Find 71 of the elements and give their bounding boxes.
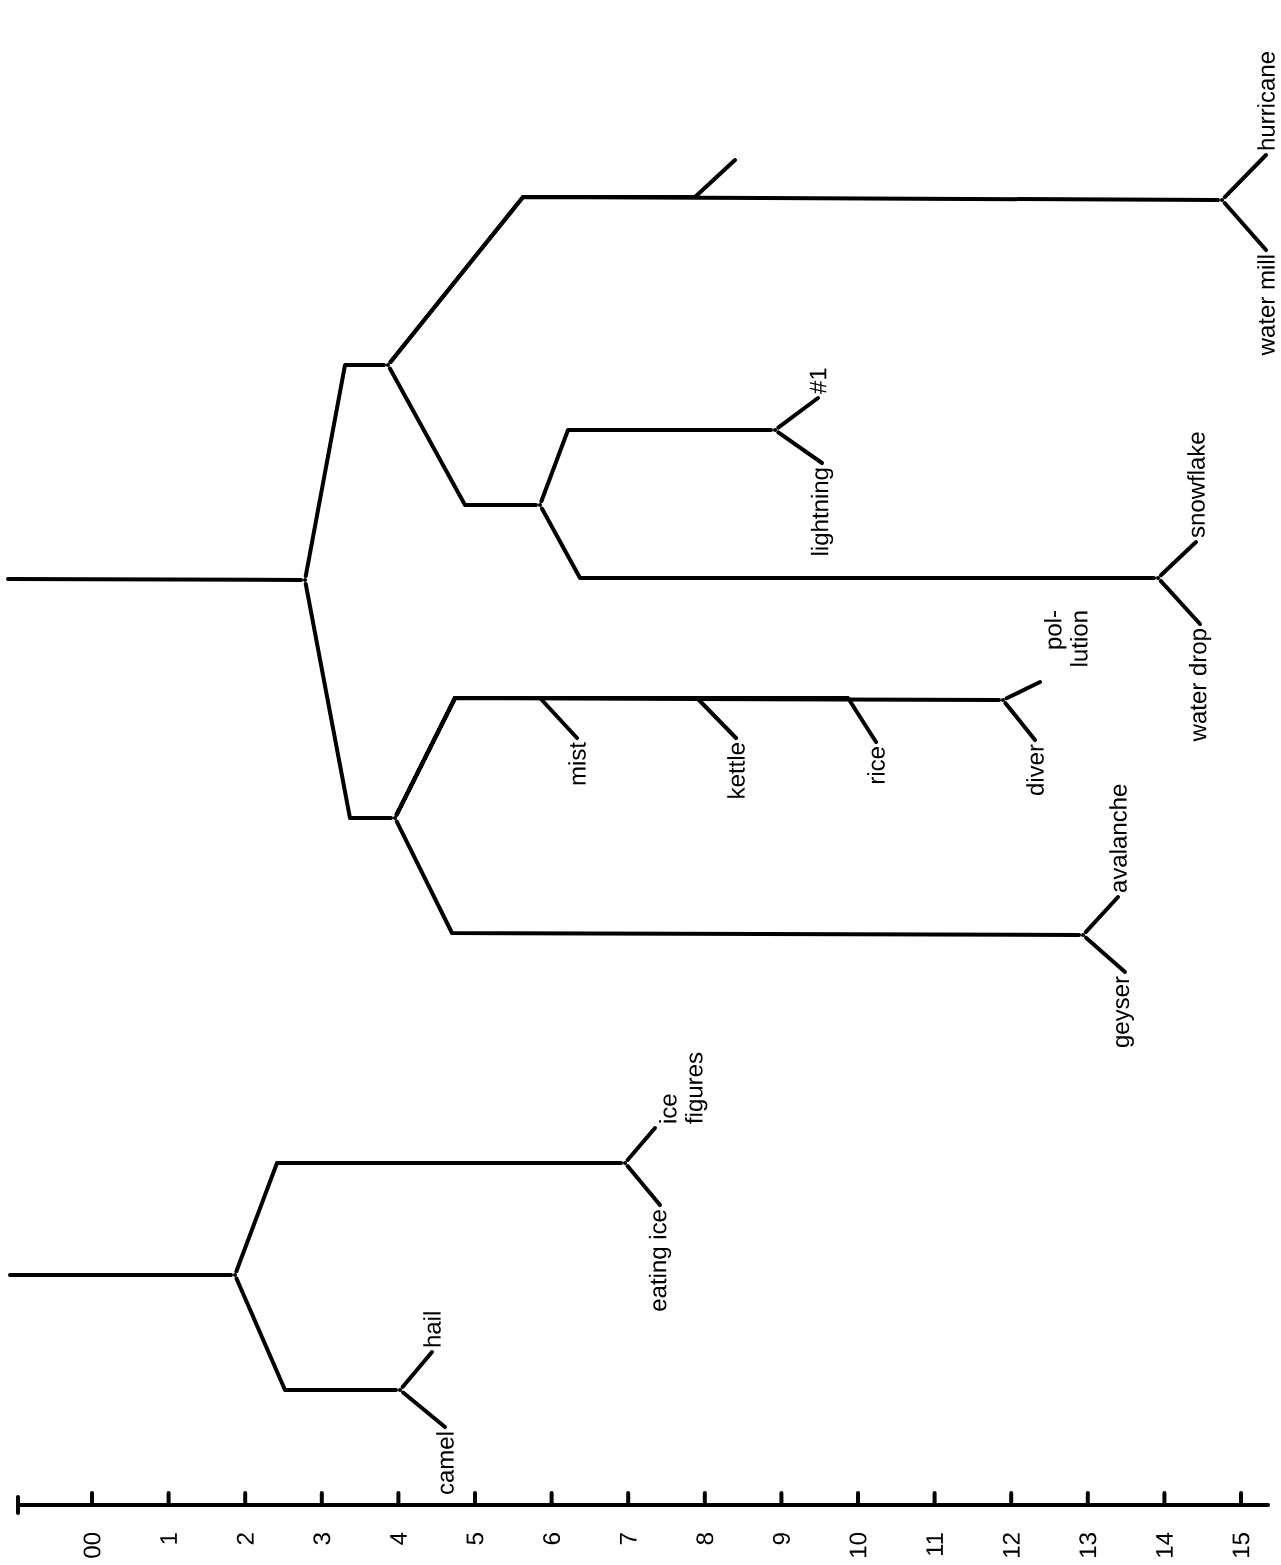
leaf-label: avalanche (1109, 784, 1127, 892)
branch-line (400, 1350, 434, 1389)
branch-line (1222, 201, 1268, 252)
leaf-label: mist (568, 742, 586, 785)
leaf-label: camel (436, 1432, 454, 1495)
branch-line (1158, 540, 1198, 578)
branch-line (1004, 680, 1042, 701)
scale-number: 00 (83, 1532, 101, 1558)
branch-line (625, 1126, 657, 1162)
branch-point (1081, 933, 1085, 937)
branch-line (539, 506, 1156, 580)
scale-number: 9 (772, 1533, 790, 1545)
branch-line (387, 366, 538, 507)
branch-line (234, 1161, 623, 1274)
branch-point (386, 363, 390, 367)
scale-number: 13 (1079, 1533, 1097, 1557)
branch-point (1220, 198, 1224, 202)
leaf-label: kettle (727, 743, 745, 798)
scale-number: 15 (1232, 1533, 1250, 1557)
branch-line (401, 1390, 447, 1429)
leaf-label: pol- lution (1044, 611, 1088, 666)
branch-line (303, 581, 393, 820)
leaf-label: water drop (1188, 629, 1212, 742)
leaf-label: diver (1026, 744, 1044, 796)
branch-point (303, 578, 307, 582)
scale-number: 7 (619, 1533, 637, 1545)
branch-point (773, 428, 777, 432)
branch-line (1222, 153, 1268, 200)
branch-line (394, 696, 878, 817)
leaf-label: ice figures (659, 1052, 708, 1124)
scale-number: 6 (543, 1533, 561, 1545)
branch-point (398, 1388, 402, 1392)
branch-line (388, 158, 737, 364)
scale-number: 1 (160, 1533, 177, 1544)
leaf-label: eating ice (648, 1210, 672, 1311)
branch-line (8, 1273, 233, 1277)
branch-line (625, 1164, 662, 1207)
scale-number: 11 (926, 1533, 943, 1556)
branch-line (1084, 935, 1127, 974)
scale-number: 4 (390, 1532, 407, 1545)
branch-line (1158, 578, 1202, 626)
branch-line (1003, 701, 1037, 742)
branch-line (6, 577, 303, 582)
scale-number: 12 (1002, 1533, 1020, 1557)
leaf-label: #1 (809, 368, 827, 394)
branch-point (1156, 576, 1160, 580)
branch-point (623, 1161, 627, 1165)
leaf-label: water mill (1257, 255, 1275, 356)
leaf-label: snowflake (1187, 432, 1205, 538)
branch-line (1083, 895, 1120, 935)
branch-point (1001, 698, 1005, 702)
leaf-label: hail (423, 1312, 441, 1347)
scale-number: 2 (236, 1533, 254, 1545)
scale-number: 8 (696, 1533, 714, 1545)
branch-point (393, 816, 397, 820)
scale-number: 14 (1156, 1532, 1173, 1557)
leaf-label: geyser (1116, 976, 1134, 1048)
branch-line (539, 428, 773, 504)
branch-line (234, 1276, 398, 1392)
scale-number: 5 (466, 1533, 484, 1545)
branch-point (538, 503, 542, 507)
branch-line (303, 363, 386, 579)
scale-number: 3 (313, 1533, 331, 1545)
leaf-label: lightning (810, 468, 834, 555)
scale-number: 10 (849, 1532, 867, 1557)
leaf-label: rice (867, 747, 885, 784)
leaf-label: hurricane (1257, 52, 1275, 150)
branch-line (394, 819, 1081, 937)
branch-line (776, 396, 820, 430)
branch-line (776, 430, 824, 465)
branch-point (233, 1273, 237, 1277)
